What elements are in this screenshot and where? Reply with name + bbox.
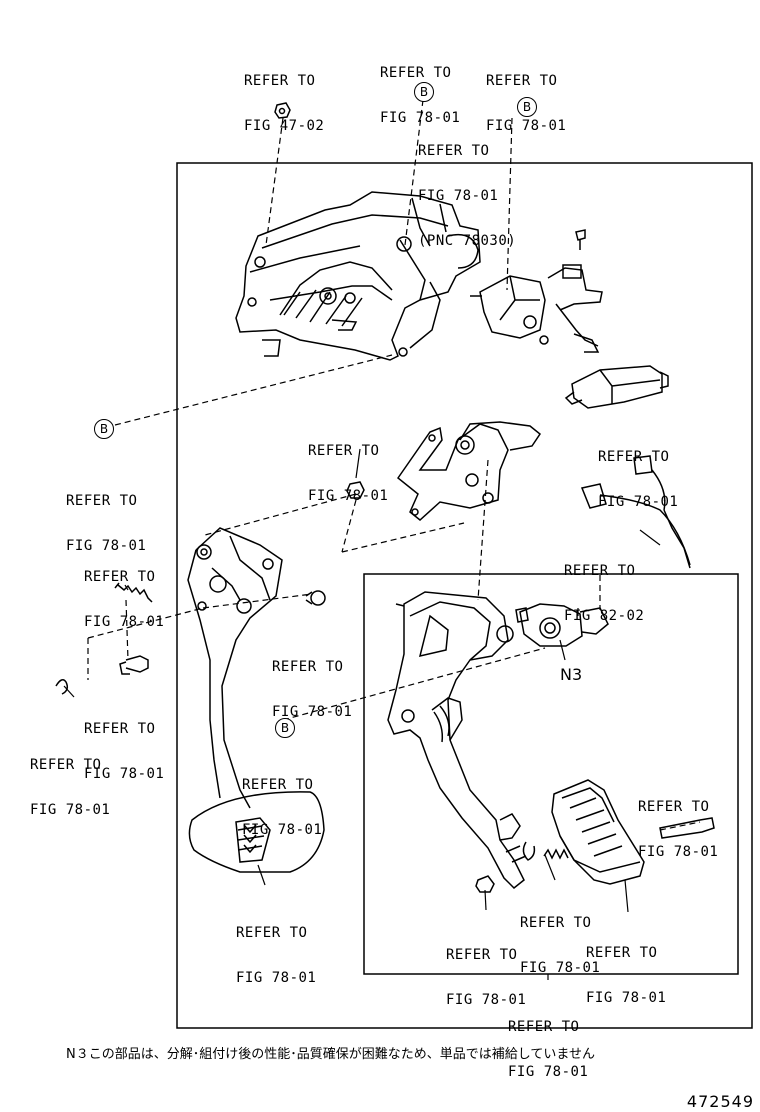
callout-line: REFER TO <box>520 915 592 931</box>
callout-cushion: REFER TO FIG 78-01 <box>272 630 352 735</box>
callout-line: REFER TO <box>380 65 452 81</box>
callout-spring: REFER TO FIG 78-01 <box>84 540 164 645</box>
callout-line: (PNC 78030) <box>418 233 517 249</box>
callout-line: FIG 78-01 <box>418 188 499 204</box>
callout-pnc-78030: REFER TO FIG 78-01 (PNC 78030) <box>418 114 516 264</box>
callout-fig-78-01-top-right: REFER TO FIG 78-01 <box>486 44 566 149</box>
callout-line: REFER TO <box>308 443 380 459</box>
nut-lower <box>476 876 494 892</box>
marker-b-top-right: B <box>517 97 537 117</box>
inner-frame <box>364 574 738 974</box>
callout-line: REFER TO <box>638 799 710 815</box>
callout-line: REFER TO <box>84 721 156 737</box>
callout-line: FIG 78-01 <box>84 766 165 782</box>
callout-line: FIG 78-01 <box>272 704 353 720</box>
callout-line: FIG 78-01 <box>586 990 667 1006</box>
stopper-cushion <box>306 591 325 605</box>
pad-bolt <box>660 818 714 838</box>
callout-line: FIG 82-02 <box>564 608 645 624</box>
callout-line: FIG 78-01 <box>84 614 165 630</box>
callout-line: REFER TO <box>446 947 518 963</box>
nut-middle <box>347 482 364 498</box>
callout-left-b: REFER TO FIG 78-01 <box>66 464 146 569</box>
callout-line: FIG 78-01 <box>242 822 323 838</box>
wire-harness <box>582 456 690 568</box>
clip <box>56 680 67 694</box>
callout-line: FIG 78-01 <box>380 110 461 126</box>
switch-connector <box>566 366 668 408</box>
part-label-n3: N3 <box>560 665 583 684</box>
callout-line: FIG 78-01 <box>638 844 719 860</box>
drawing-number: 472549 <box>686 1092 754 1111</box>
callout-line: REFER TO <box>66 493 138 509</box>
callout-fig-47-02: REFER TO FIG 47-02 <box>244 44 324 149</box>
marker-b-top-center: B <box>414 82 434 102</box>
callout-line: REFER TO <box>242 777 314 793</box>
callout-switch-connector: REFER TO FIG 78-01 <box>598 420 678 525</box>
callout-line: FIG 47-02 <box>244 118 325 134</box>
callout-line: FIG 78-01 <box>446 992 527 1008</box>
accelerator-pad <box>552 780 644 884</box>
callout-assembly: REFER TO FIG 78-01 <box>508 990 588 1095</box>
callout-brake-pad: REFER TO FIG 78-01 <box>236 896 316 1001</box>
marker-b-left: B <box>94 419 114 439</box>
callout-nut-lower: REFER TO FIG 78-01 <box>446 918 526 1023</box>
pedal-bracket <box>236 192 480 360</box>
callout-clevis-nut: REFER TO FIG 78-01 <box>308 414 388 519</box>
callout-line: REFER TO <box>244 73 316 89</box>
callout-bolt-left: REFER TO FIG 78-01 <box>84 692 164 797</box>
callout-line: REFER TO <box>586 945 658 961</box>
callout-line: REFER TO <box>84 569 156 585</box>
callout-line: FIG 78-01 <box>520 960 601 976</box>
callout-line: FIG 78-01 <box>486 118 567 134</box>
callout-pad-spring: REFER TO FIG 78-01 <box>520 886 600 991</box>
callout-line: REFER TO <box>598 449 670 465</box>
outer-frame <box>177 163 752 1028</box>
callout-pad-bolt: REFER TO FIG 78-01 <box>638 770 718 875</box>
callout-line: REFER TO <box>418 143 490 159</box>
pedal-bolt <box>120 656 148 674</box>
leader-lines <box>88 100 700 830</box>
callout-line: REFER TO <box>236 925 308 941</box>
callout-fig-78-01-top-b: REFER TO FIG 78-01 <box>380 36 460 141</box>
pedal-position-sensor <box>516 604 608 646</box>
return-spring <box>115 583 152 602</box>
callout-fig-82-02: REFER TO FIG 82-02 <box>564 534 644 639</box>
callout-line: FIG 78-01 <box>508 1064 589 1080</box>
nut-top <box>275 103 290 118</box>
callout-brake-pedal: REFER TO FIG 78-01 <box>242 748 322 853</box>
callout-line: REFER TO <box>564 563 636 579</box>
clevis-bracket <box>398 422 540 520</box>
callout-line: REFER TO <box>508 1019 580 1035</box>
callout-line: FIG 78-01 <box>236 970 317 986</box>
callout-line: FIG 78-01 <box>30 802 111 818</box>
footnote: N３この部品は、分解･組付け後の性能･品質確保が困難なため、単品では補給していま… <box>66 1047 595 1062</box>
marker-b-lower: B <box>275 718 295 738</box>
callout-line: FIG 78-01 <box>598 494 679 510</box>
callout-line: FIG 78-01 <box>66 538 147 554</box>
brake-pedal <box>188 528 324 872</box>
callout-line: REFER TO <box>272 659 344 675</box>
callout-accel-pad: REFER TO FIG 78-01 <box>586 916 666 1021</box>
callout-line: REFER TO <box>30 757 102 773</box>
pad-spring <box>523 842 568 860</box>
callout-line: FIG 78-01 <box>308 488 389 504</box>
callout-clip: REFER TO FIG 78-01 <box>30 728 110 833</box>
stop-light-switch <box>470 230 602 352</box>
accelerator-pedal <box>388 592 526 888</box>
leader-ticks <box>64 449 660 980</box>
callout-line: REFER TO <box>486 73 558 89</box>
